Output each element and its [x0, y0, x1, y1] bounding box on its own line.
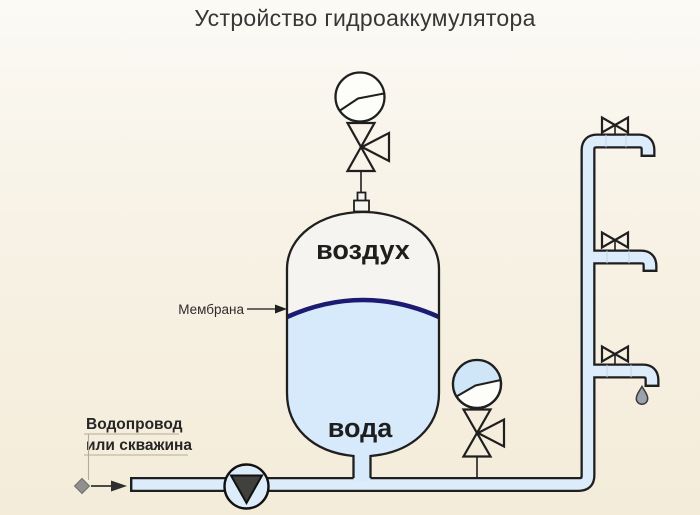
pump-icon [223, 463, 270, 510]
tank-water-area [287, 301, 439, 481]
pipe-network [130, 133, 660, 492]
source-label-line2: или скважина [86, 437, 192, 454]
three-way-valve-icon [461, 408, 506, 458]
source-callout: Водопровод или скважина [73, 416, 192, 495]
water-label: вода [328, 413, 394, 443]
membrane-callout: Мембрана [178, 302, 287, 317]
flow-arrow-icon [111, 480, 127, 492]
gauge-fluid-segment [453, 360, 501, 397]
gauge-needle [339, 92, 385, 112]
tap-valve-icon-middle [600, 230, 630, 251]
tap-valve-icon-top [600, 115, 630, 135]
page-title: Устройство гидроаккумулятора [194, 5, 535, 31]
air-label: воздух [316, 235, 410, 265]
accumulator-tank: воздух вода [285, 191, 441, 481]
membrane-line [286, 297, 440, 320]
gauge-needle [455, 379, 502, 398]
membrane-label: Мембрана [178, 302, 244, 317]
pipe-seams [605, 134, 632, 378]
diamond-marker-icon [73, 477, 91, 495]
side-gauge-assembly [451, 358, 506, 478]
air-fitting-icon [353, 199, 370, 213]
gauge-rim [451, 358, 503, 410]
three-way-valve-icon [345, 121, 391, 173]
pipe-end-caps [130, 154, 659, 492]
pipe-main-fill [130, 135, 654, 490]
callout-frame-lines [84, 433, 188, 480]
tap-valve-icon-bottom [600, 344, 630, 365]
pump-impeller-triangle [229, 474, 264, 506]
pipe-branch2-fill [588, 251, 656, 272]
arrow-right-icon [275, 304, 287, 314]
pressure-gauge-icon [334, 71, 386, 123]
water-drop-icon [635, 385, 649, 406]
pipe-branch3-fill [588, 365, 658, 387]
source-label-line1: Водопровод [86, 416, 183, 433]
top-gauge-assembly [334, 71, 391, 193]
